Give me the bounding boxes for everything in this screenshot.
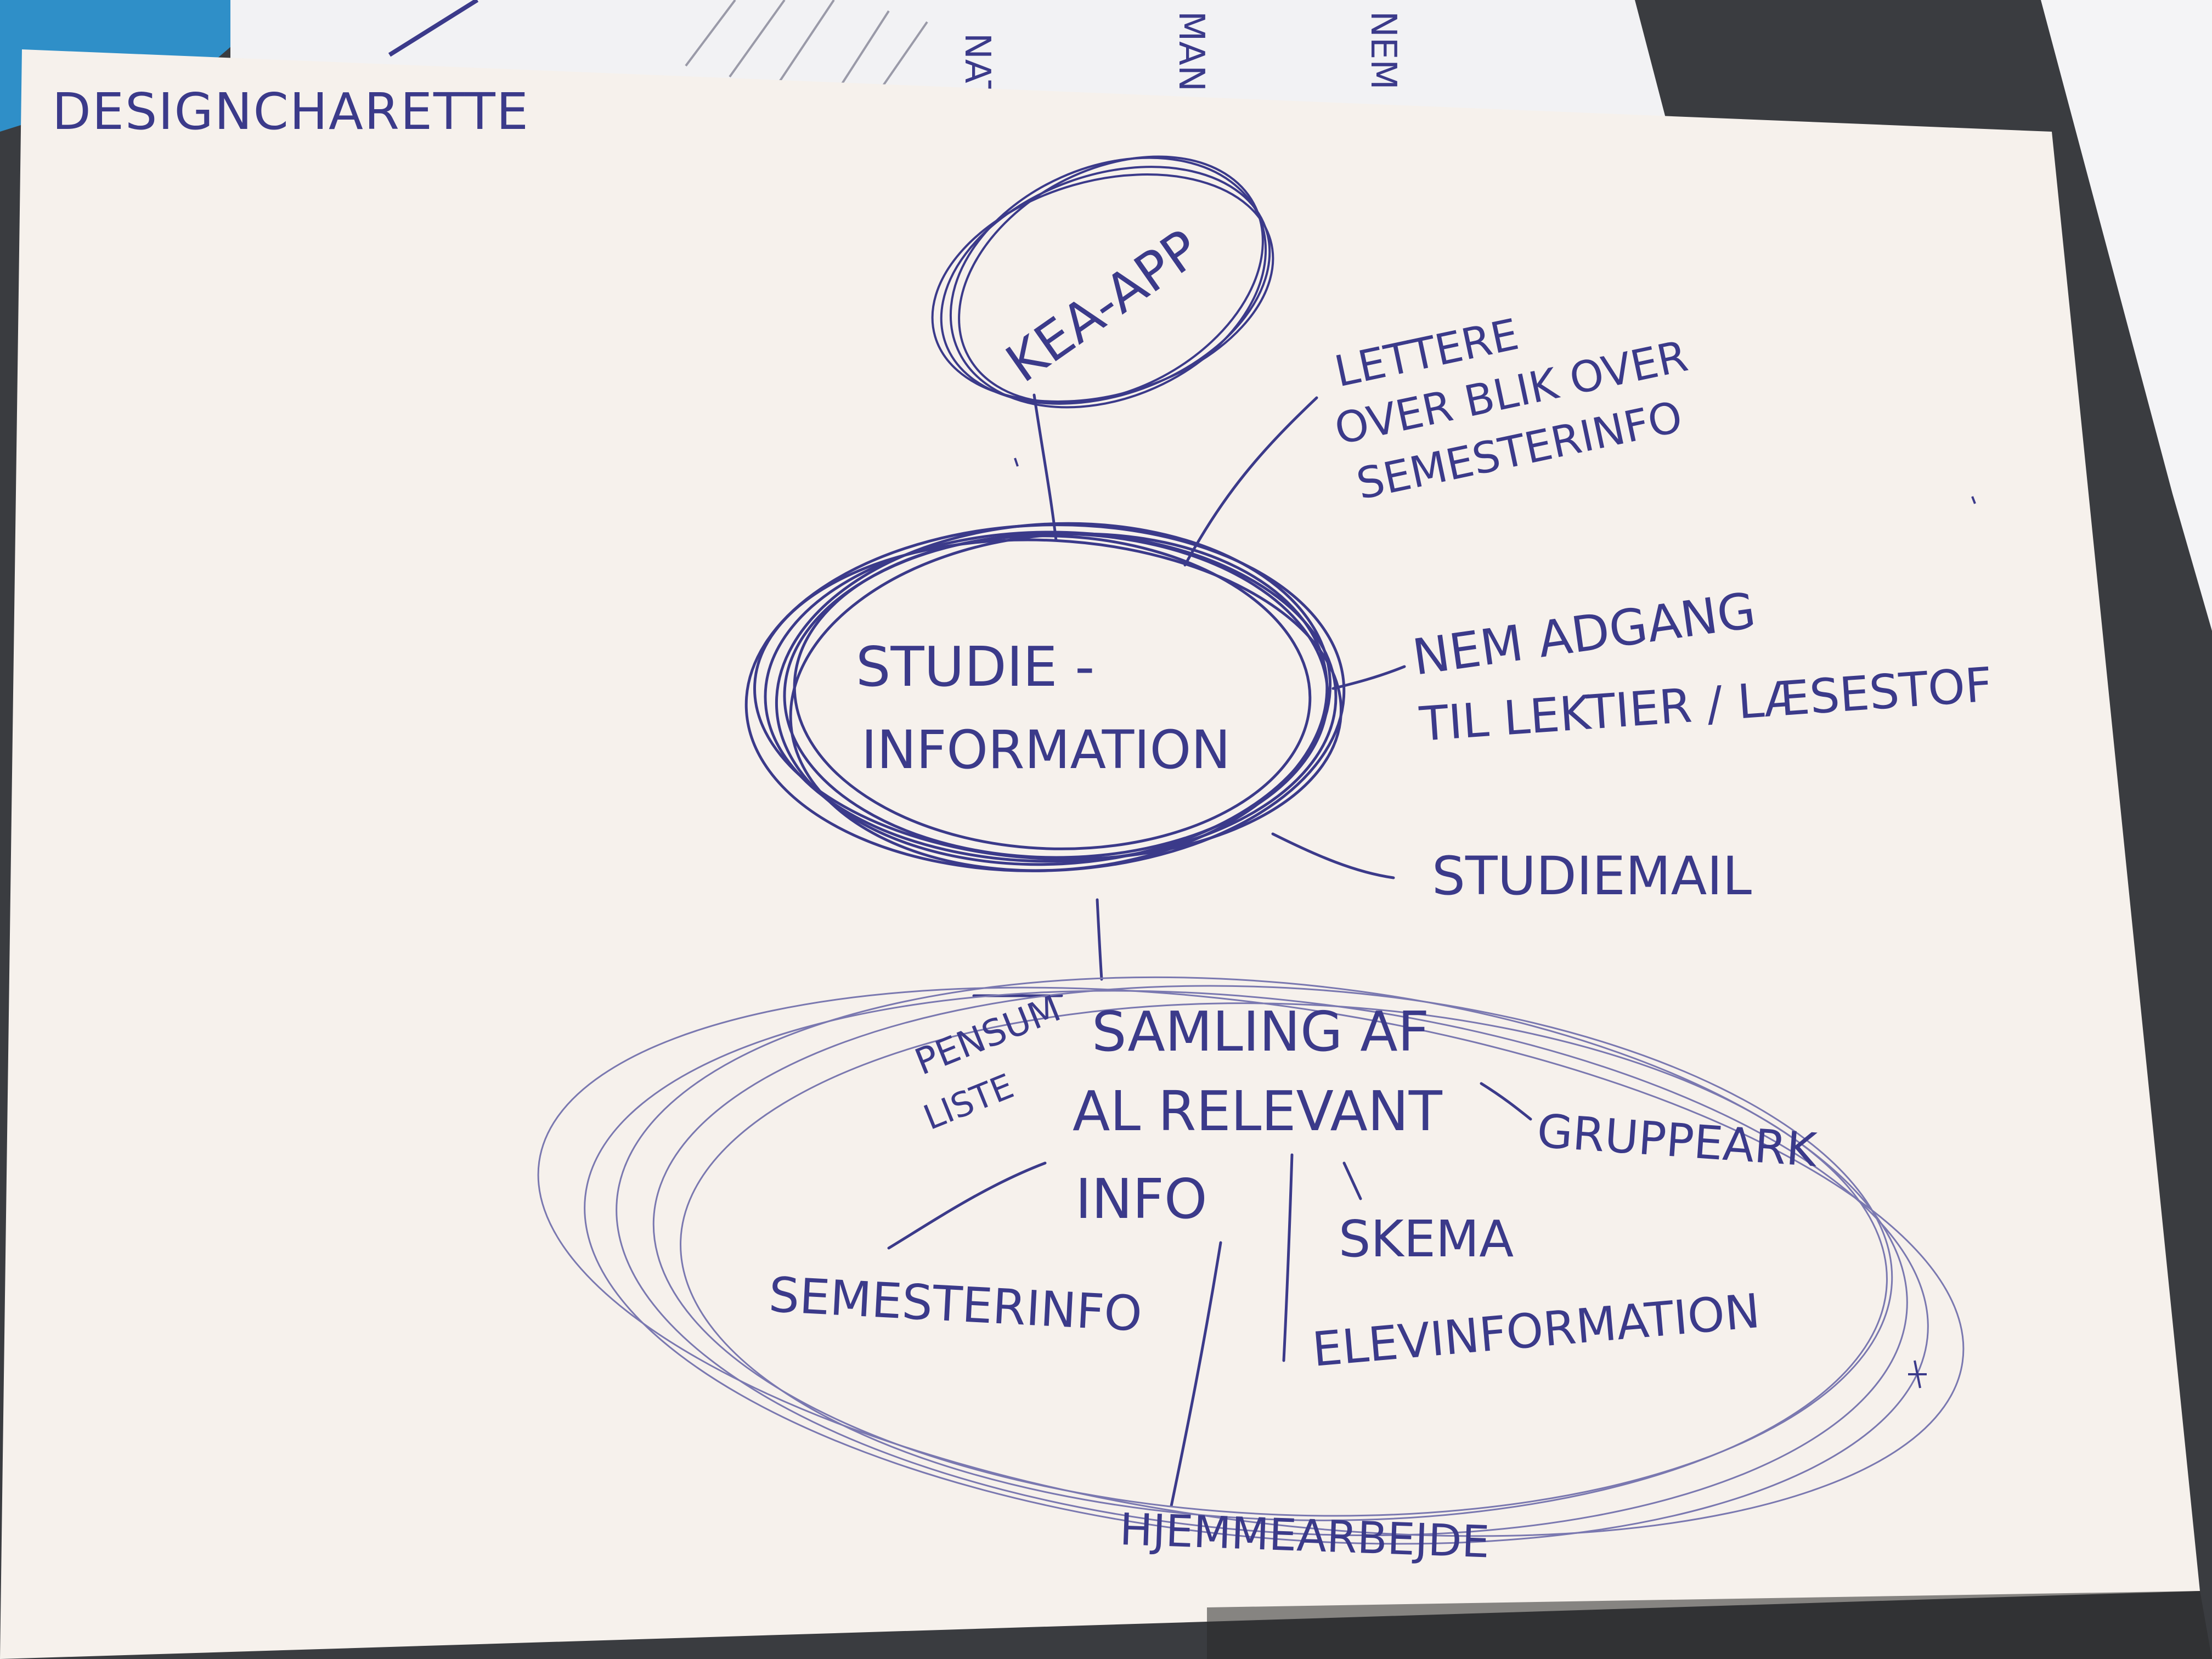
connectors [887,393,1532,1508]
node-samling-line-1: SAMLING AF [1092,1000,1429,1064]
node-studie-line-2: INFORMATION [861,719,1231,781]
connector-hjemmearbejde [1170,1241,1222,1508]
sheet-title: DESIGNCHARETTE [52,82,529,141]
connector-gruppeark [1480,1082,1532,1121]
connector-semesterinfo [887,1161,1047,1250]
right-sheet [2041,0,2212,631]
connector-overblik [1183,396,1318,567]
connector-adgang [1331,665,1406,690]
node-samling-line-2: AL RELEVANT [1073,1079,1443,1143]
connector-skema-divider [1282,1153,1294,1362]
connector-skema [1342,1161,1362,1200]
node-studie-line-1: STUDIE - [856,635,1094,699]
background-sheet-stroke [388,0,479,57]
stray-marks [1014,458,1976,1389]
node-studie-information-ellipse [744,522,1346,872]
node-samling-line-3: INFO [1075,1167,1207,1231]
annotation-studiemail: STUDIEMAIL [1432,845,1752,907]
paper-shadow [1207,1591,2212,1659]
annotation-skema: SKEMA [1339,1210,1514,1268]
background-fragment-man: MAN [1171,11,1211,92]
connector-center-to-bottom [1096,898,1103,981]
background-fragment-nem: NEM [1363,11,1403,90]
node-samling-ellipse [537,976,1965,1545]
connector-studiemail [1271,832,1395,879]
background-sheet-lines [685,0,928,94]
node-kea-app-ellipse [931,155,1274,409]
